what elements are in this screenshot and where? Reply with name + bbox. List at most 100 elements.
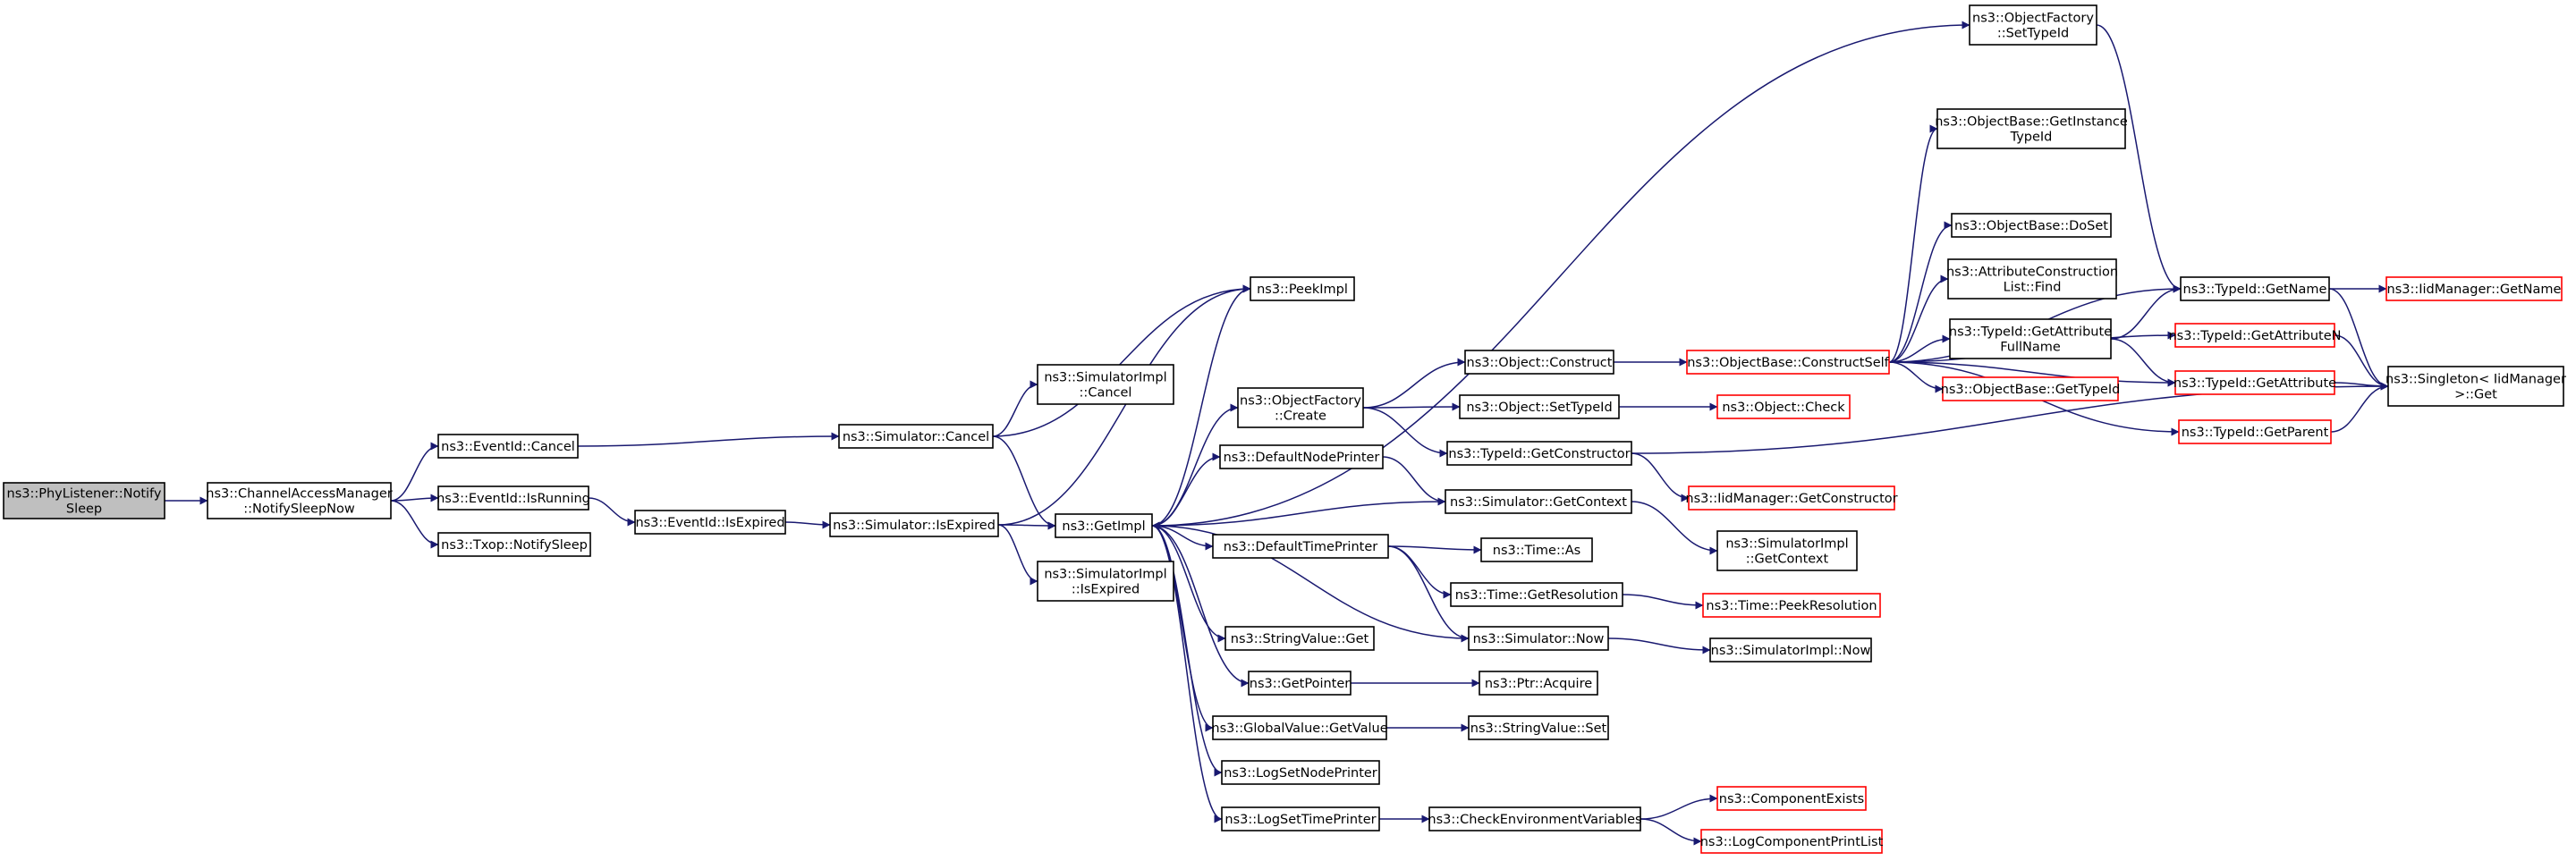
node-label: ns3::LogSetNodePrinter xyxy=(1224,766,1377,781)
node-label: ns3::Time::GetResolution xyxy=(1455,588,1619,603)
node-txop-notifysleep[interactable]: ns3::Txop::NotifySleep xyxy=(438,533,590,556)
node-label: ns3::EventId::IsRunning xyxy=(436,492,590,506)
node-componentexists[interactable]: ns3::ComponentExists xyxy=(1717,787,1866,810)
node-typeid-getconstructor[interactable]: ns3::TypeId::GetConstructor xyxy=(1447,442,1631,465)
edge-typeid-getconstructor-to-iidmanager-getconstructor xyxy=(1631,453,1689,498)
node-object-construct[interactable]: ns3::Object::Construct xyxy=(1465,350,1614,374)
node-label: ns3::Simulator::GetContext xyxy=(1450,495,1627,510)
edge-defaulttimeprinter-to-time-getresolution xyxy=(1388,546,1451,595)
node-label: ns3::ObjectBase::GetTypeId xyxy=(1941,383,2121,397)
node-label: ns3::TypeId::GetAttribute xyxy=(2174,376,2336,391)
node-sim-now[interactable]: ns3::Simulator::Now xyxy=(1469,627,1608,650)
node-label: ns3::ObjectFactory xyxy=(1972,12,2094,26)
node-getimpl[interactable]: ns3::GetImpl xyxy=(1055,514,1152,537)
node-attrconstructionlist-find[interactable]: ns3::AttributeConstructionList::Find xyxy=(1946,259,2118,299)
node-label: ns3::DefaultTimePrinter xyxy=(1224,540,1377,554)
node-object-check[interactable]: ns3::Object::Check xyxy=(1717,395,1850,418)
edge-typeid-getattributefullname-to-typeid-getattribute xyxy=(2111,339,2175,383)
node-eventid-cancel[interactable]: ns3::EventId::Cancel xyxy=(438,435,578,458)
node-objfactory-settypeid[interactable]: ns3::ObjectFactory::SetTypeId xyxy=(1970,5,2097,45)
node-label: ns3::Object::Check xyxy=(1722,401,1845,415)
node-cam-notify-sleep-now[interactable]: ns3::ChannelAccessManager::NotifySleepNo… xyxy=(206,483,393,519)
node-iidmanager-getname[interactable]: ns3::IidManager::GetName xyxy=(2386,277,2562,300)
node-label: ns3::LogSetTimePrinter xyxy=(1224,813,1376,827)
node-getpointer[interactable]: ns3::GetPointer xyxy=(1249,671,1351,695)
node-typeid-getparent[interactable]: ns3::TypeId::GetParent xyxy=(2179,420,2331,443)
edge-sim-cancel-to-getimpl xyxy=(993,436,1055,526)
node-sim-getcontext[interactable]: ns3::Simulator::GetContext xyxy=(1445,490,1631,513)
node-typeid-getattributefullname[interactable]: ns3::TypeId::GetAttributeFullName xyxy=(1949,319,2112,359)
edge-checkenvvars-to-componentexists xyxy=(1640,798,1717,819)
node-objbase-doset[interactable]: ns3::ObjectBase::DoSet xyxy=(1952,214,2111,237)
node-sim-cancel[interactable]: ns3::Simulator::Cancel xyxy=(839,425,993,448)
node-logcomponentprintlist[interactable]: ns3::LogComponentPrintList xyxy=(1700,830,1884,853)
node-eventid-isexpired[interactable]: ns3::EventId::IsExpired xyxy=(635,511,785,534)
node-sim-isexpired[interactable]: ns3::Simulator::IsExpired xyxy=(830,513,998,536)
node-label: Sleep xyxy=(66,502,102,517)
node-label: ns3::GlobalValue::GetValue xyxy=(1211,722,1387,736)
node-label: ns3::LogComponentPrintList xyxy=(1700,835,1884,849)
edge-defaulttimeprinter-to-time-as xyxy=(1388,546,1481,550)
node-logsetnodeprinter[interactable]: ns3::LogSetNodePrinter xyxy=(1222,761,1379,784)
node-simimpl-getcontext[interactable]: ns3::SimulatorImpl::GetContext xyxy=(1717,531,1857,570)
node-defaulttimeprinter[interactable]: ns3::DefaultTimePrinter xyxy=(1213,535,1388,558)
edge-typeid-getparent-to-singleton-get xyxy=(2331,386,2388,432)
node-objbase-constructself[interactable]: ns3::ObjectBase::ConstructSelf xyxy=(1687,350,1890,374)
node-label: ns3::DefaultNodePrinter xyxy=(1224,451,1380,465)
node-checkenvvars[interactable]: ns3::CheckEnvironmentVariables xyxy=(1428,807,1641,831)
node-stringvalue-get[interactable]: ns3::StringValue::Get xyxy=(1225,627,1374,650)
node-logsettimeprinter[interactable]: ns3::LogSetTimePrinter xyxy=(1222,807,1379,831)
node-iidmanager-getconstructor[interactable]: ns3::IidManager::GetConstructor xyxy=(1685,486,1897,510)
node-typeid-getattribute[interactable]: ns3::TypeId::GetAttribute xyxy=(2174,371,2336,394)
node-globalvalue-getvalue[interactable]: ns3::GlobalValue::GetValue xyxy=(1211,716,1387,739)
node-label: ns3::TypeId::GetAttributeN xyxy=(2168,329,2341,343)
edge-sim-getcontext-to-getimpl xyxy=(1152,502,1445,526)
node-time-getresolution[interactable]: ns3::Time::GetResolution xyxy=(1451,583,1623,606)
node-time-peekresolution[interactable]: ns3::Time::PeekResolution xyxy=(1703,594,1880,617)
node-object-settypeid[interactable]: ns3::Object::SetTypeId xyxy=(1460,395,1619,418)
node-label: ns3::TypeId::GetConstructor xyxy=(1448,447,1630,461)
node-stringvalue-set[interactable]: ns3::StringValue::Set xyxy=(1469,716,1608,739)
node-label: ns3::CheckEnvironmentVariables xyxy=(1428,813,1641,827)
edge-sim-isexpired-to-peekimpl xyxy=(998,289,1250,525)
node-label: ns3::ObjectBase::DoSet xyxy=(1954,219,2108,233)
node-objbase-gettypeid[interactable]: ns3::ObjectBase::GetTypeId xyxy=(1941,377,2121,401)
node-singleton-get[interactable]: ns3::Singleton< IidManager >::Get xyxy=(2385,367,2566,406)
edge-defaultnodeprinter-to-sim-getcontext xyxy=(1383,457,1445,502)
edge-objfactory-settypeid-to-typeid-getname xyxy=(2097,25,2181,289)
node-label: ::Create xyxy=(1275,409,1326,424)
node-objfactory-create[interactable]: ns3::ObjectFactory::Create xyxy=(1238,388,1363,427)
node-label: ns3::SimulatorImpl xyxy=(1044,568,1166,582)
node-label: ns3::Object::Construct xyxy=(1467,356,1613,370)
node-objbase-getinstancetypeid[interactable]: ns3::ObjectBase::GetInstanceTypeId xyxy=(1935,109,2128,148)
node-eventid-isrunning[interactable]: ns3::EventId::IsRunning xyxy=(436,486,590,510)
node-label: ns3::PeekImpl xyxy=(1257,283,1348,297)
node-label: ns3::GetPointer xyxy=(1250,677,1351,691)
node-peekimpl[interactable]: ns3::PeekImpl xyxy=(1250,277,1354,300)
node-label: ns3::Time::As xyxy=(1493,544,1580,558)
node-label: ns3::StringValue::Get xyxy=(1231,632,1369,646)
node-layer: ns3::PhyListener::NotifySleep ns3::Channe… xyxy=(4,5,2566,853)
node-label: List::Find xyxy=(2004,281,2062,295)
node-simimpl-isexpired[interactable]: ns3::SimulatorImpl::IsExpired xyxy=(1038,561,1174,601)
node-phy-notify-sleep[interactable]: ns3::PhyListener::NotifySleep xyxy=(4,483,165,519)
node-ptr-acquire[interactable]: ns3::Ptr::Acquire xyxy=(1479,671,1597,695)
edge-cam-notify-sleep-now-to-eventid-cancel xyxy=(391,446,438,501)
edge-sim-isexpired-to-getimpl xyxy=(998,525,1055,526)
node-typeid-getname[interactable]: ns3::TypeId::GetName xyxy=(2181,277,2329,300)
node-label: ns3::Simulator::IsExpired xyxy=(833,519,996,533)
node-simimpl-cancel[interactable]: ns3::SimulatorImpl::Cancel xyxy=(1038,365,1174,404)
node-label: FullName xyxy=(2000,341,2061,355)
node-label: ns3::SimulatorImpl::Now xyxy=(1711,644,1871,658)
node-label: ns3::GetImpl xyxy=(1062,519,1145,534)
node-simimpl-now[interactable]: ns3::SimulatorImpl::Now xyxy=(1710,638,1871,662)
edge-eventid-isexpired-to-sim-isexpired xyxy=(785,522,830,525)
node-label: ns3::Simulator::Cancel xyxy=(843,430,989,444)
edge-typeid-getattributen-to-singleton-get xyxy=(2334,335,2388,386)
node-label: ns3::ObjectFactory xyxy=(1240,394,1361,409)
node-typeid-getattributen[interactable]: ns3::TypeId::GetAttributeN xyxy=(2168,324,2341,347)
node-time-as[interactable]: ns3::Time::As xyxy=(1481,538,1592,561)
node-label: >::Get xyxy=(2454,388,2497,402)
node-label: ns3::ChannelAccessManager xyxy=(206,487,393,502)
node-defaultnodeprinter[interactable]: ns3::DefaultNodePrinter xyxy=(1220,445,1383,468)
